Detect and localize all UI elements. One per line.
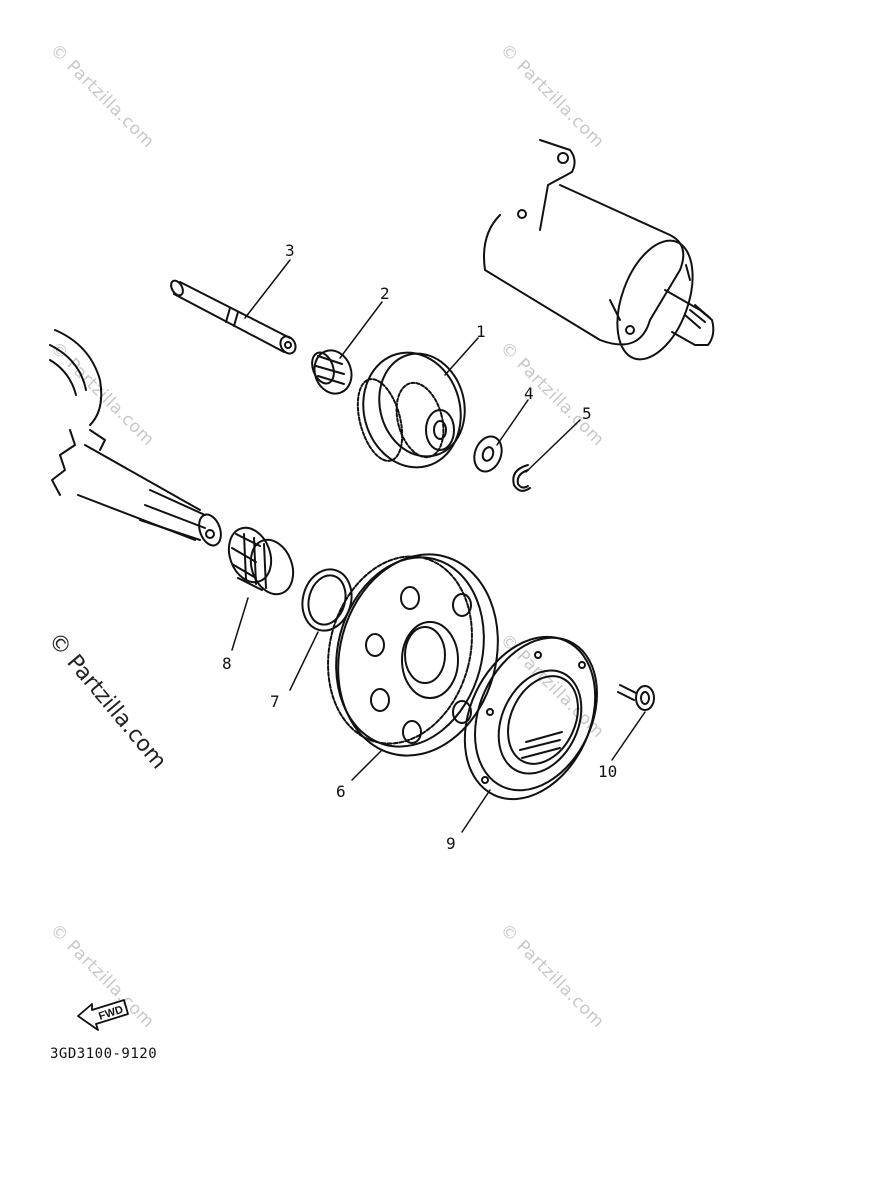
part-3-shaft [170, 279, 297, 355]
callout-3: 3 [285, 241, 295, 260]
diagram-code: 3GD3100-9120 [50, 1046, 158, 1062]
callout-6: 6 [336, 782, 346, 801]
part-8-bearing [227, 526, 295, 596]
callout-8: 8 [222, 654, 232, 673]
crankshaft [49, 329, 222, 547]
part-2-bearing [311, 349, 353, 395]
part-9-clutch [463, 635, 598, 801]
part-7-washer [301, 568, 353, 632]
callout-2: 2 [380, 284, 390, 303]
fwd-arrow-icon: FWD [77, 999, 129, 1031]
part-4-washer [473, 435, 503, 473]
leader-lines [231, 259, 646, 833]
part-6-wheel-gear [327, 553, 499, 757]
callout-9: 9 [446, 834, 456, 853]
callout-1: 1 [476, 322, 486, 341]
part-1-gear [356, 351, 466, 469]
part-5-circlip [512, 464, 531, 492]
callout-10: 10 [598, 762, 618, 781]
callout-4: 4 [524, 384, 534, 403]
callout-7: 7 [270, 692, 280, 711]
starter-motor [483, 139, 715, 361]
part-10-bolt [617, 684, 655, 711]
callout-5: 5 [582, 404, 592, 423]
